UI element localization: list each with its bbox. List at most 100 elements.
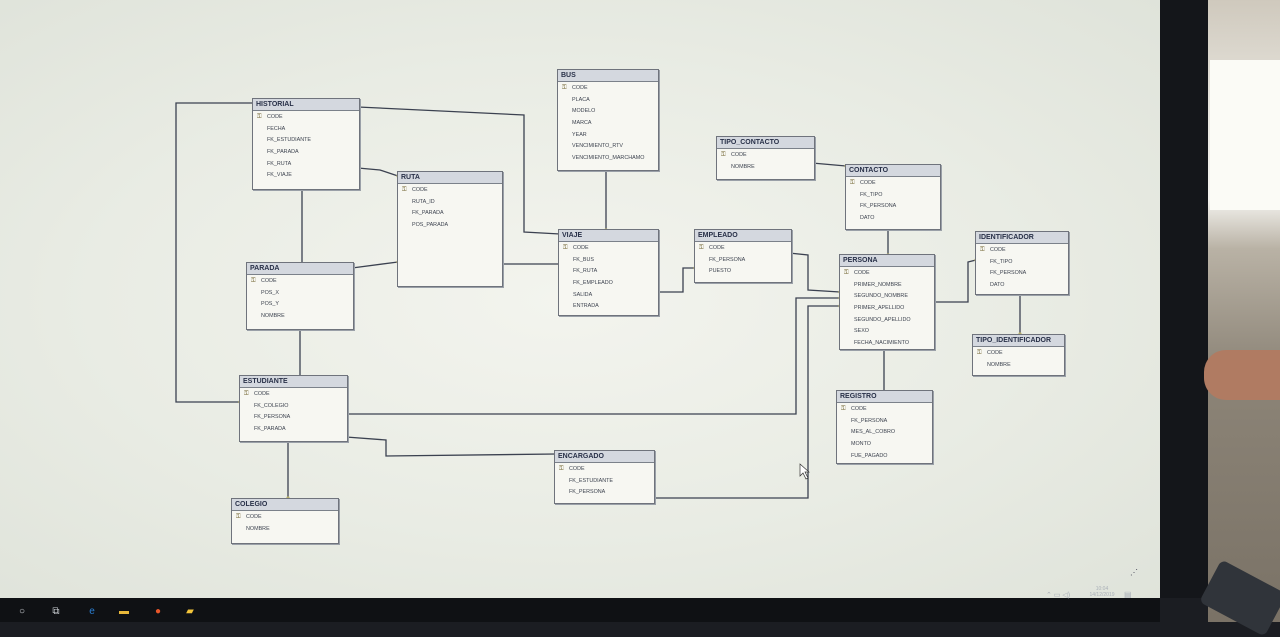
column-name: FK_ESTUDIANTE: [569, 477, 614, 484]
column-row[interactable]: FK_PERSONA: [846, 201, 940, 213]
column-row[interactable]: ⚿CODE: [247, 276, 353, 288]
table-title: TIPO_CONTACTO: [717, 137, 814, 149]
clock[interactable]: 10:04 14/12/2019: [1084, 586, 1120, 598]
column-row[interactable]: ⚿CODE: [840, 268, 934, 280]
column-row[interactable]: ENTRADA: [559, 301, 658, 313]
column-row[interactable]: ⚿CODE: [695, 243, 791, 255]
table-title: IDENTIFICADOR: [976, 232, 1068, 244]
column-row[interactable]: NOMBRE: [247, 311, 353, 323]
column-row[interactable]: NOMBRE: [717, 162, 814, 174]
column-name: DATO: [990, 282, 1005, 289]
column-row[interactable]: VENCIMIENTO_MARCHAMO: [558, 153, 658, 165]
column-row[interactable]: ⚿CODE: [976, 245, 1068, 257]
column-name: FK_BUS: [573, 256, 594, 263]
column-row[interactable]: YEAR: [558, 130, 658, 142]
column-row[interactable]: POS_PARADA: [398, 220, 502, 232]
column-name: CODE: [573, 245, 589, 251]
column-row[interactable]: ⚿CODE: [973, 348, 1064, 360]
column-row[interactable]: FK_TIPO: [976, 257, 1068, 269]
column-row[interactable]: FK_ESTUDIANTE: [253, 135, 359, 147]
column-row[interactable]: FK_PARADA: [398, 208, 502, 220]
column-row[interactable]: ⚿CODE: [559, 243, 658, 255]
column-row[interactable]: FK_TIPO: [846, 190, 940, 202]
edge-icon[interactable]: e: [89, 606, 95, 617]
column-row[interactable]: ⚿CODE: [558, 83, 658, 95]
column-row[interactable]: ⚿CODE: [232, 512, 338, 524]
column-row[interactable]: PRIMER_NOMBRE: [840, 280, 934, 292]
column-row[interactable]: ⚿CODE: [398, 185, 502, 197]
column-row[interactable]: FUE_PAGADO: [837, 451, 932, 463]
action-center-icon[interactable]: ▤: [1124, 590, 1132, 599]
column-row[interactable]: FK_ESTUDIANTE: [555, 476, 654, 488]
column-row[interactable]: PUESTO: [695, 266, 791, 278]
column-row[interactable]: FK_PERSONA: [837, 416, 932, 428]
system-tray[interactable]: ⌃ ▭ ◁): [1046, 592, 1071, 599]
column-name: PLACA: [572, 96, 590, 103]
column-row[interactable]: FK_PERSONA: [555, 487, 654, 499]
column-row[interactable]: DATO: [846, 213, 940, 225]
column-row[interactable]: FK_BUS: [559, 255, 658, 267]
column-row[interactable]: ⚿CODE: [555, 464, 654, 476]
search-icon[interactable]: ○: [18, 606, 26, 617]
column-row[interactable]: ⚿CODE: [253, 112, 359, 124]
column-row[interactable]: FK_PERSONA: [240, 412, 347, 424]
table-title: ENCARGADO: [555, 451, 654, 463]
firefox-icon[interactable]: ●: [154, 606, 162, 617]
column-row[interactable]: MARCA: [558, 118, 658, 130]
column-row[interactable]: FK_PARADA: [253, 147, 359, 159]
column-row[interactable]: SALIDA: [559, 290, 658, 302]
column-row[interactable]: FK_PERSONA: [695, 255, 791, 267]
primary-key-icon: ⚿: [980, 247, 985, 253]
column-row[interactable]: POS_X: [247, 288, 353, 300]
file-explorer-icon[interactable]: ▬: [119, 606, 129, 617]
column-row[interactable]: MODELO: [558, 106, 658, 118]
column-row[interactable]: MONTO: [837, 439, 932, 451]
column-row[interactable]: PLACA: [558, 95, 658, 107]
column-row[interactable]: SEGUNDO_APELLIDO: [840, 315, 934, 327]
column-row[interactable]: SEGUNDO_NOMBRE: [840, 291, 934, 303]
column-row[interactable]: FK_VIAJE: [253, 170, 359, 182]
column-row[interactable]: ⚿CODE: [837, 404, 932, 416]
column-row[interactable]: MES_AL_COBRO: [837, 427, 932, 439]
sticky-notes-icon[interactable]: ▰: [186, 606, 194, 617]
column-row[interactable]: FECHA_NACIMIENTO: [840, 338, 934, 350]
column-row[interactable]: VENCIMIENTO_RTV: [558, 141, 658, 153]
column-row[interactable]: DATO: [976, 280, 1068, 292]
column-row[interactable]: RUTA_ID: [398, 197, 502, 209]
column-row[interactable]: ⚿CODE: [846, 178, 940, 190]
column-row[interactable]: FK_RUTA: [559, 266, 658, 278]
column-row[interactable]: POS_Y: [247, 299, 353, 311]
resize-grip-icon[interactable]: ⋰: [1130, 568, 1138, 577]
column-row[interactable]: NOMBRE: [232, 524, 338, 536]
column-row[interactable]: FK_PARADA: [240, 424, 347, 436]
column-row[interactable]: ⚿CODE: [240, 389, 347, 401]
column-row[interactable]: FK_EMPLEADO: [559, 278, 658, 290]
column-row[interactable]: FECHA: [253, 124, 359, 136]
column-row[interactable]: ⚿CODE: [717, 150, 814, 162]
column-row[interactable]: SEXO: [840, 326, 934, 338]
column-row[interactable]: FK_COLEGIO: [240, 401, 347, 413]
column-row[interactable]: PRIMER_APELLIDO: [840, 303, 934, 315]
column-name: FK_ESTUDIANTE: [267, 137, 312, 144]
column-row[interactable]: FK_PERSONA: [976, 268, 1068, 280]
column-row[interactable]: NOMBRE: [973, 360, 1064, 372]
column-row[interactable]: FK_RUTA: [253, 159, 359, 171]
task-view-icon[interactable]: ⧉: [52, 606, 60, 617]
